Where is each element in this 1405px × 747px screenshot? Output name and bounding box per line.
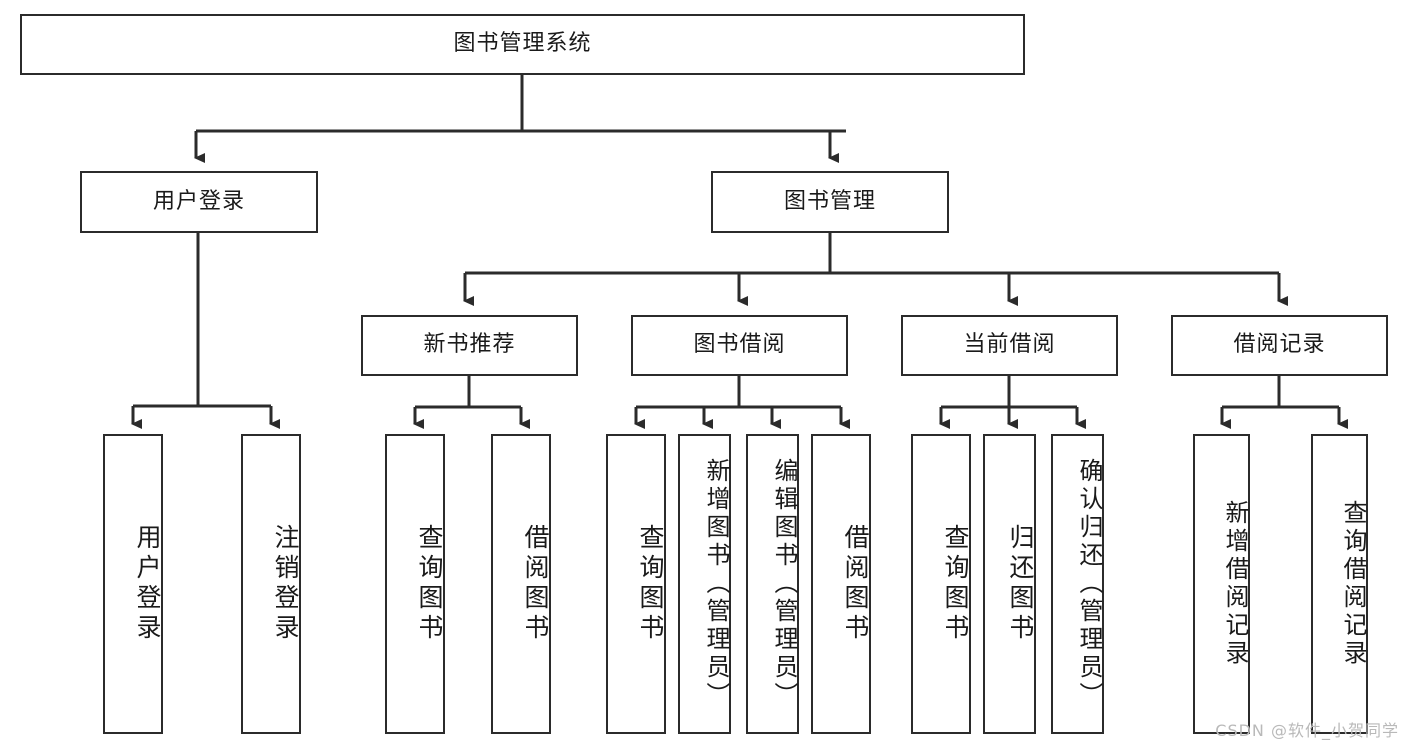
node-book-borrow[interactable]: 图书借阅 <box>631 315 848 376</box>
leaf-borrow-book-recommend[interactable]: 借阅图书 <box>491 434 551 734</box>
leaf-query-book-recommend[interactable]: 查询图书 <box>385 434 445 734</box>
leaf-query-borrow-record[interactable]: 查询借阅记录 <box>1311 434 1368 734</box>
node-user-login[interactable]: 用户登录 <box>80 171 318 233</box>
leaf-return-book[interactable]: 归还图书 <box>983 434 1036 734</box>
node-current-borrow[interactable]: 当前借阅 <box>901 315 1118 376</box>
leaf-add-book-admin[interactable]: 新增图书（管理员） <box>678 434 731 734</box>
leaf-confirm-return-admin[interactable]: 确认归还（管理员） <box>1051 434 1104 734</box>
node-new-book-recommend[interactable]: 新书推荐 <box>361 315 578 376</box>
node-root-system[interactable]: 图书管理系统 <box>20 14 1025 75</box>
csdn-watermark: CSDN @软件_小贺同学 <box>1215 721 1399 740</box>
node-book-management[interactable]: 图书管理 <box>711 171 949 233</box>
leaf-query-book-current[interactable]: 查询图书 <box>911 434 971 734</box>
leaf-borrow-book-borrow[interactable]: 借阅图书 <box>811 434 871 734</box>
node-borrow-record[interactable]: 借阅记录 <box>1171 315 1388 376</box>
leaf-edit-book-admin[interactable]: 编辑图书（管理员） <box>746 434 799 734</box>
leaf-user-login[interactable]: 用户登录 <box>103 434 163 734</box>
leaf-logout[interactable]: 注销登录 <box>241 434 301 734</box>
leaf-add-borrow-record[interactable]: 新增借阅记录 <box>1193 434 1250 734</box>
leaf-query-book-borrow[interactable]: 查询图书 <box>606 434 666 734</box>
